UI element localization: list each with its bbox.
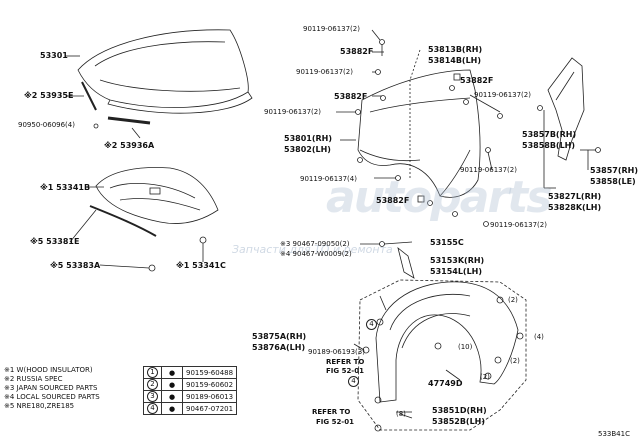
hood-strip-53936a [107,116,151,125]
legend-item: ※2 RUSSIA SPEC [4,375,63,383]
table-num: 3 [147,391,158,402]
label-53827l: 53827L(RH) [548,192,602,201]
callout-4-a: 4 [366,319,377,330]
table-part: 90159-60488 [181,366,238,379]
table-part: 90467-07201 [181,402,238,415]
callout-8: (8) [396,410,406,418]
fastener-icon: ● [161,366,183,379]
label-53154l: 53154L(LH) [430,267,483,276]
label-53383a: ※5 53383A [50,261,101,270]
label-53813b: 53813B(RH) [428,45,483,54]
callout-4-b: 4 [348,376,359,387]
insulator-seal-53381e [89,205,157,237]
label-53153k: 53153K(RH) [430,256,485,265]
fender-drawing [357,69,481,198]
label-refer1-b: FIG 52-01 [326,367,364,375]
fastener-icon: ● [161,378,183,391]
callout-2: (2) [480,373,490,381]
watermark-logo: autoparts [326,172,552,223]
table-row: 2 ● 90159-60602 [143,378,238,391]
legend-item: ※3 JAPAN SOURCED PARTS [4,384,98,392]
label-53155c: 53155C [430,238,464,247]
label-refer1-a: REFER TO [326,358,365,366]
label-53857b: 53857B(RH) [522,130,577,139]
label-refer2-a: REFER TO [312,408,351,416]
label-47749d: 47749D [428,379,463,388]
fastener-icon: ● [161,402,183,415]
figure-number: 533B41C [598,430,630,438]
label-90119-e: 90119-06137(2) [474,91,531,99]
label-90119-a: 90119-06137(2) [303,25,360,33]
label-53814b: 53814B(LH) [428,56,482,65]
label-53858: 53858(LE) [590,177,636,186]
label-53341b: ※1 53341B [40,183,91,192]
table-num: 4 [147,403,158,414]
label-90119-g: 90119-06137(2) [490,221,547,229]
label-53876a: 53876A(LH) [252,343,306,352]
table-row: 3 ● 90189-06013 [143,390,238,403]
label-90467-b: ※4 90467-W0009(2) [280,250,352,258]
label-90467-a: ※3 90467-09050(2) [280,240,350,248]
label-90950: 90950-06096(4) [18,121,75,129]
label-53857: 53857(RH) [590,166,638,175]
label-53875a: 53875A(RH) [252,332,307,341]
label-hood-53301: 53301 [40,51,68,60]
table-num: 2 [147,379,158,390]
hood-drawing [77,29,253,114]
label-53882f-b: 53882F [334,92,368,101]
label-refer2-b: FIG 52-01 [316,418,354,426]
label-90189: 90189-06193(3) [308,348,365,356]
table-row: 1 ● 90159-60488 [143,366,238,379]
fender-liner-drawing [375,281,519,403]
label-53828k: 53828K(LH) [548,203,602,212]
label-53851d: 53851D(RH) [432,406,487,415]
table-row: 4 ● 90467-07201 [143,402,238,415]
hood-seal-53935e [81,81,97,111]
callout-10: (10) [458,343,473,351]
watermark-text: Запчасти для ТО и ремонта [232,243,393,256]
label-90119-c: 90119-06137(2) [264,108,321,116]
label-53882f-d: 53882F [376,196,410,205]
label-53802: 53802(LH) [284,145,331,154]
label-53936a: ※2 53936A [104,141,155,150]
label-53801: 53801(RH) [284,134,332,143]
table-part: 90159-60602 [181,378,238,391]
label-53882f-a: 53882F [340,47,374,56]
mudguard-53153k [397,246,415,279]
label-90119-b: 90119-06137(2) [296,68,353,76]
hood-insulator-drawing [95,167,219,224]
label-90119-f: 90119-06137(2) [460,166,517,174]
fastener-table: 1 ● 90159-60488 2 ● 90159-60602 3 ● 9018… [143,366,238,415]
table-num: 1 [147,367,158,378]
label-53858b: 53858B(LH) [522,141,576,150]
label-53341c: ※1 53341C [176,261,226,270]
label-90119-d: 90119-06137(4) [300,175,357,183]
label-53852b: 53852B(LH) [432,417,486,426]
callout-3-a: (2) [508,296,518,304]
legend-item: ※5 NRE180,ZRE185 [4,402,75,410]
table-part: 90189-06013 [181,390,238,403]
label-53935e: ※2 53935E [24,91,74,100]
callout-3-d: (2) [510,357,520,365]
legend-item: ※4 LOCAL SOURCED PARTS [4,393,100,401]
callout-3-c: (4) [534,333,544,341]
label-53381e: ※5 53381E [30,237,80,246]
label-53882f-c: 53882F [460,76,494,85]
fastener-icon: ● [161,390,183,403]
legend-item: ※1 W(HOOD INSULATOR) [4,366,93,374]
